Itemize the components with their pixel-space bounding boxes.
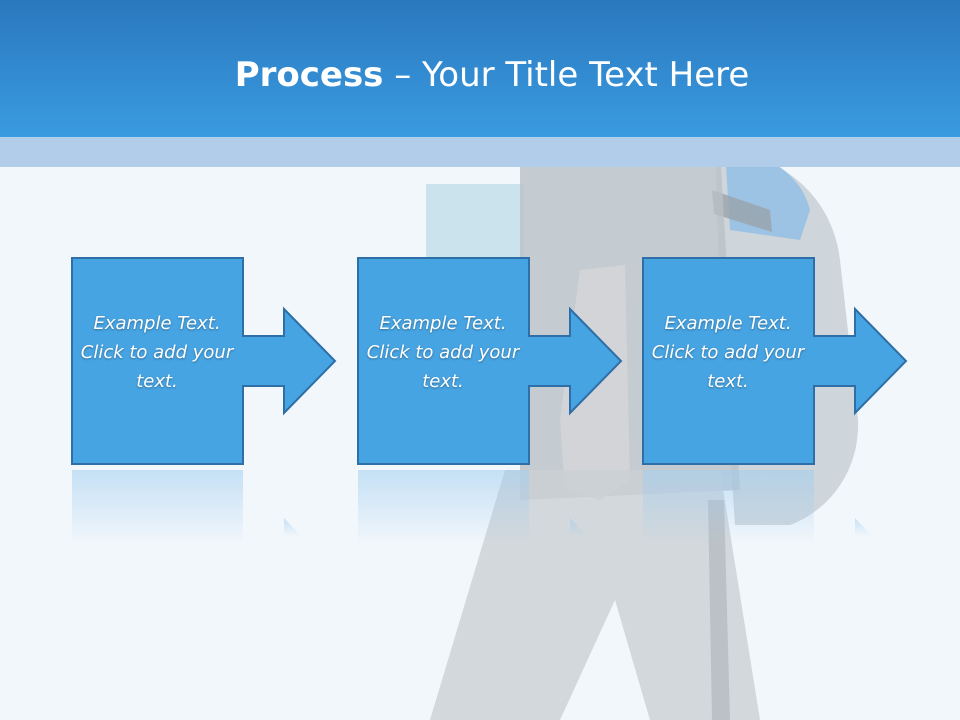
- step-1-text[interactable]: Example Text. Click to add your text.: [80, 313, 234, 392]
- step-3-arrow-shape: [642, 257, 908, 465]
- step-3-text[interactable]: Example Text. Click to add your text.: [651, 313, 805, 392]
- process-step-2[interactable]: Example Text. Click to add your text.: [357, 257, 623, 465]
- step-1-arrow-shape: [71, 257, 337, 465]
- step-3-reflection: [643, 470, 872, 545]
- slide-title: Process – Your Title Text Here: [0, 50, 960, 100]
- title-bar: [0, 0, 960, 137]
- step-1-reflection: [72, 470, 301, 545]
- process-step-1[interactable]: Example Text. Click to add your text.: [71, 257, 337, 465]
- title-bold: Process: [234, 55, 384, 95]
- process-step-3[interactable]: Example Text. Click to add your text.: [642, 257, 908, 465]
- step-2-reflection: [358, 470, 587, 545]
- title-rest: – Your Title Text Here: [383, 55, 750, 95]
- title-underband: [0, 137, 960, 167]
- step-2-text[interactable]: Example Text. Click to add your text.: [366, 313, 520, 392]
- step-2-arrow-shape: [357, 257, 623, 465]
